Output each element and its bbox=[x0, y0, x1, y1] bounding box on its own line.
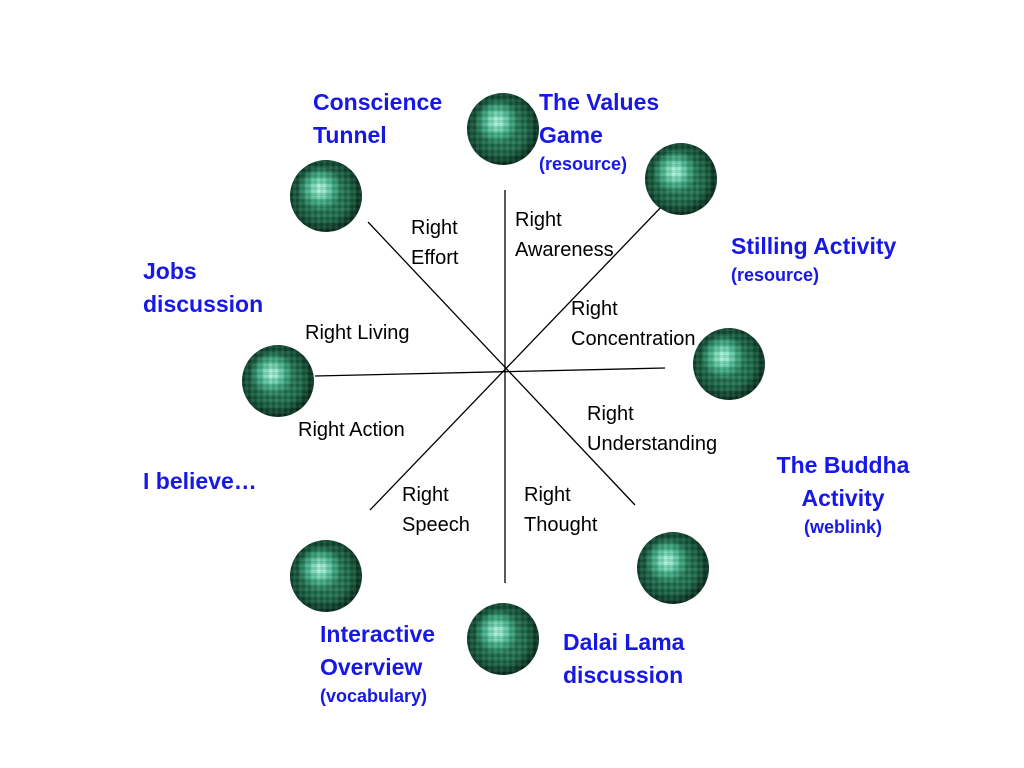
buddha-activity-label[interactable]: The Buddha Activity (weblink) bbox=[776, 452, 910, 537]
interactive-overview-orb-icon[interactable] bbox=[290, 540, 362, 612]
values-game-orb-icon[interactable] bbox=[645, 143, 717, 215]
interactive-overview-label[interactable]: Interactive Overview (vocabulary) bbox=[320, 621, 436, 706]
buddha-activity-orb-icon[interactable] bbox=[637, 532, 709, 604]
right-awareness-label: Right Awareness bbox=[515, 209, 614, 261]
spoke-diagonal-down bbox=[367, 221, 636, 506]
dalai-lama-orb-icon[interactable] bbox=[467, 603, 539, 675]
spoke-horizontal bbox=[314, 367, 666, 377]
values-game-label[interactable]: The Values Game (resource) bbox=[539, 89, 660, 174]
jobs-discussion-label[interactable]: Jobs discussion bbox=[143, 258, 264, 317]
conscience-tunnel-label[interactable]: Conscience Tunnel bbox=[313, 89, 443, 148]
dalai-lama-label[interactable]: Dalai Lama discussion bbox=[563, 629, 685, 688]
right-living-label: Right Living bbox=[305, 322, 410, 344]
right-action-label: Right Action bbox=[298, 419, 405, 441]
conscience-tunnel-orb-icon[interactable] bbox=[467, 93, 539, 165]
i-believe-orb-icon[interactable] bbox=[242, 345, 314, 417]
right-concentration-label: Right Concentration bbox=[571, 298, 696, 350]
stilling-activity-orb-icon[interactable] bbox=[693, 328, 765, 400]
right-understanding-label: Right Understanding bbox=[587, 403, 718, 455]
stilling-activity-label[interactable]: Stilling Activity (resource) bbox=[731, 233, 897, 285]
jobs-discussion-orb-icon[interactable] bbox=[290, 160, 362, 232]
i-believe-label[interactable]: I believe… bbox=[143, 468, 257, 494]
spoke-diagonal-up bbox=[369, 202, 666, 511]
right-thought-label: Right Thought bbox=[524, 484, 598, 536]
right-speech-label: Right Speech bbox=[402, 484, 470, 536]
right-effort-label: Right Effort bbox=[411, 217, 459, 269]
